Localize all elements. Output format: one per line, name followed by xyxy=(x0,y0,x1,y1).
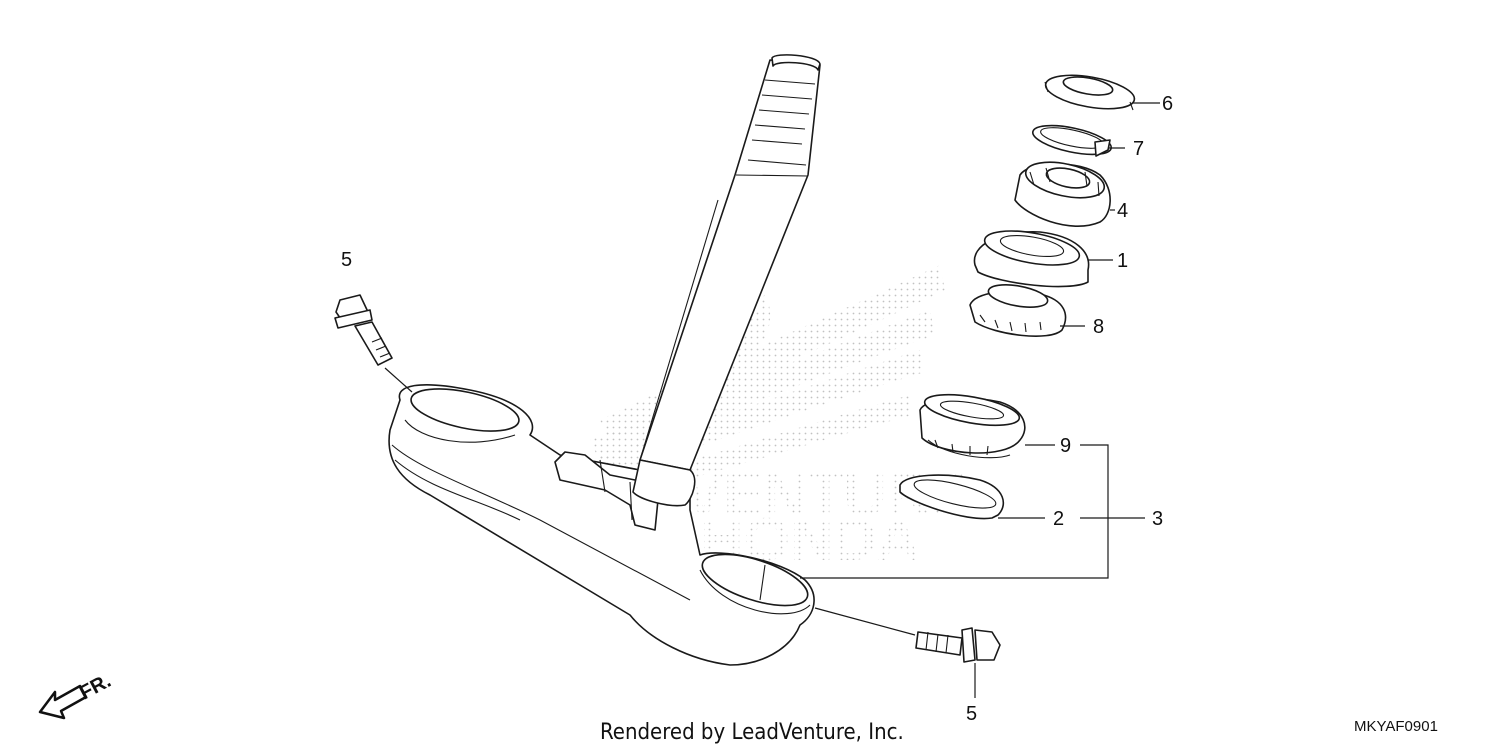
callout-6: 6 xyxy=(1162,93,1173,115)
leader-5-top xyxy=(384,367,413,393)
callout-4: 4 xyxy=(1117,200,1128,222)
lower-bearing xyxy=(919,393,1026,459)
flange-bolt-lower xyxy=(915,627,1001,663)
callout-3: 3 xyxy=(1152,508,1163,530)
lock-nut xyxy=(1044,74,1136,111)
lower-dust-seal xyxy=(899,474,1005,520)
callout-2: 2 xyxy=(1053,508,1064,530)
callout-5-bottom: 5 xyxy=(966,703,977,725)
bracket-set-3 xyxy=(800,444,1109,579)
callout-7: 7 xyxy=(1133,138,1144,160)
lock-washer xyxy=(1031,124,1113,157)
steering-stem-assembly xyxy=(388,54,821,666)
upper-bearing-race xyxy=(973,230,1090,288)
callout-1: 1 xyxy=(1117,250,1128,272)
callout-8: 8 xyxy=(1093,316,1104,338)
callout-5-top: 5 xyxy=(341,249,352,271)
upper-bearing xyxy=(969,284,1067,337)
callout-9: 9 xyxy=(1060,435,1071,457)
footer-credit: Rendered by LeadVenture, Inc. xyxy=(600,720,904,745)
flange-bolt-upper xyxy=(334,294,393,366)
front-direction-arrow: FR. xyxy=(38,670,115,720)
leader-5-bottom xyxy=(814,607,916,636)
adjusting-nut xyxy=(1014,161,1111,227)
diagram-code: MKYAF0901 xyxy=(1354,718,1438,735)
